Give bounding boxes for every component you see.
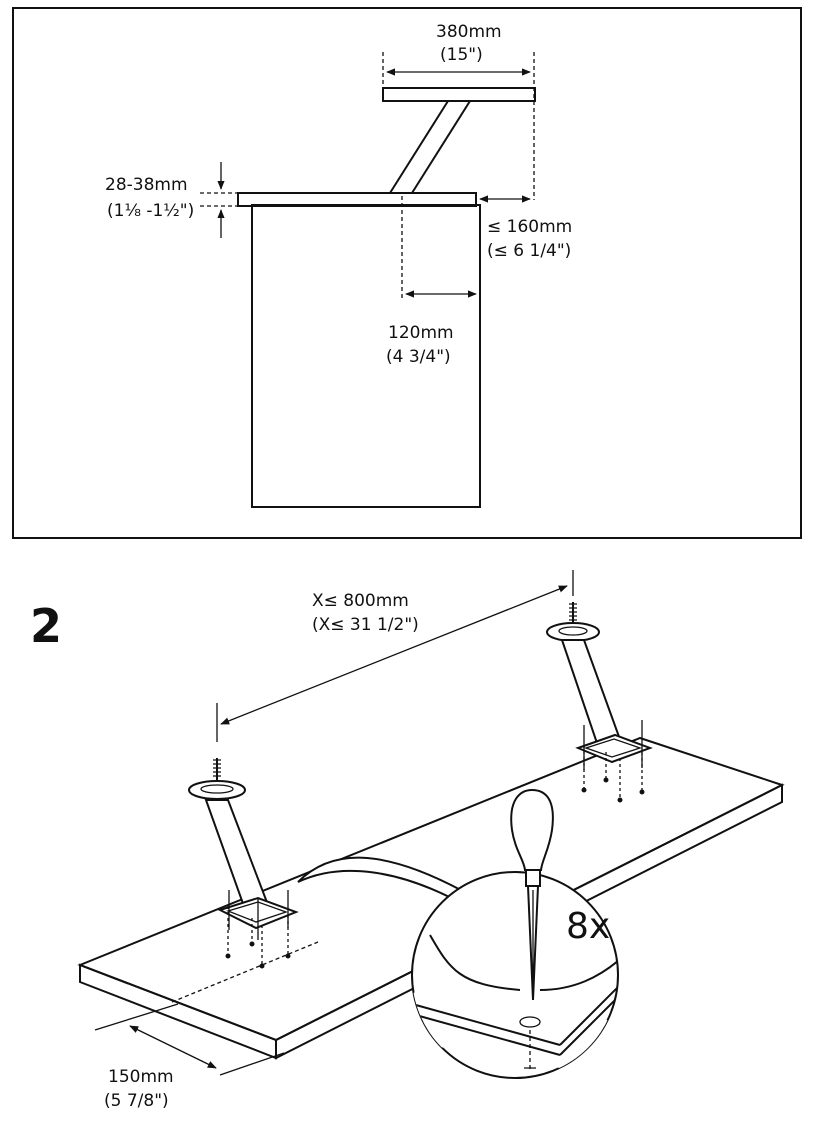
label-screw-count: 8x (566, 906, 610, 947)
step-number: 2 (30, 599, 62, 653)
left-leg (188, 758, 299, 969)
step-2-diagram: 2 (30, 570, 785, 1111)
dimension-120mm (401, 196, 477, 300)
label-distance-mm: X≤ 800mm (312, 591, 409, 611)
angled-leg (389, 100, 471, 194)
right-leg (546, 602, 653, 803)
label-edge-mm: 150mm (108, 1067, 174, 1087)
countertop (237, 192, 477, 207)
top-diagram-panel: 380mm (15") 28-38mm (1⅛ -1½") ≤ 160mm (≤… (12, 7, 802, 539)
label-overhang-mm: ≤ 160mm (487, 217, 572, 237)
dimension-distance-x (216, 570, 574, 742)
label-edge-in: (5 7/8") (104, 1091, 169, 1111)
tabletop-board (77, 736, 785, 1060)
label-thickness-mm: 28-38mm (105, 175, 188, 195)
dimension-edge-150mm (94, 1003, 285, 1076)
magnified-detail (411, 788, 619, 1079)
label-thickness-in: (1⅛ -1½") (107, 201, 194, 221)
label-width-mm: 380mm (436, 22, 502, 42)
dimension-380mm (382, 52, 535, 200)
label-width-in: (15") (440, 45, 483, 65)
label-offset-mm: 120mm (388, 323, 454, 343)
upper-shelf (382, 87, 536, 102)
label-overhang-in: (≤ 6 1/4") (487, 241, 571, 261)
awl-icon (510, 788, 554, 1001)
label-offset-in: (4 3/4") (386, 347, 451, 367)
dimension-thickness (200, 162, 238, 238)
label-distance-in: (X≤ 31 1/2") (312, 615, 419, 635)
